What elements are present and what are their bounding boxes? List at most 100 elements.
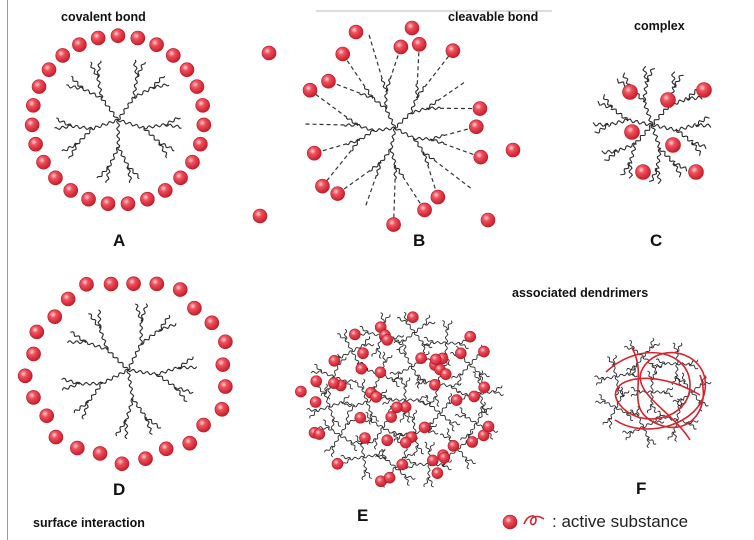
dendrimer-branch xyxy=(617,142,636,154)
dendrimer-branch xyxy=(406,463,417,470)
dendrimer-branch xyxy=(650,124,662,150)
dendrimer-branch xyxy=(414,332,424,343)
dendrimer-branch xyxy=(426,106,441,111)
dendrimer-branch xyxy=(410,107,428,115)
dendrimer-branch xyxy=(376,448,386,456)
dendrimer-branch xyxy=(423,336,434,343)
dendrimer-branch xyxy=(368,413,373,425)
active-substance-sphere xyxy=(28,136,43,152)
dendrimer-branch xyxy=(370,413,380,422)
dendrimer-branch xyxy=(615,372,629,378)
active-substance-sphere xyxy=(348,24,364,40)
active-substance-sphere xyxy=(330,186,345,201)
dendrimer-branch xyxy=(88,313,101,329)
active-substance-sphere xyxy=(48,170,63,186)
dendrimer-branch xyxy=(365,412,373,422)
dendrimer-branch xyxy=(594,123,610,134)
cleavable-linker xyxy=(392,178,396,225)
dendrimer-branch xyxy=(175,386,194,394)
dendrimer-branch xyxy=(659,148,676,163)
dendrimer-branch xyxy=(70,331,87,343)
dendrimer-branch xyxy=(389,148,397,167)
dendrimer-branch xyxy=(343,123,359,127)
active-substance-sphere xyxy=(165,48,181,63)
dendrimer-branch xyxy=(651,105,670,126)
active-substance-sphere xyxy=(185,154,200,170)
active-substance-sphere xyxy=(417,202,432,218)
dendrimer-branch xyxy=(620,390,630,398)
dendrimer-branch xyxy=(642,346,651,358)
active-substance-sphere xyxy=(189,79,205,94)
dendrimer-branch xyxy=(451,373,462,379)
dendrimer-branch xyxy=(324,445,334,453)
dendrimer-branch xyxy=(393,337,403,345)
caption-covalent-bond: covalent bond xyxy=(61,10,146,24)
active-substance-sphere xyxy=(439,368,452,380)
dendrimer-branch xyxy=(444,342,448,357)
dendrimer-branch xyxy=(416,445,424,455)
dendrimer-branch xyxy=(389,371,401,375)
panel-e-associated-dendrimers xyxy=(295,311,504,488)
active-substance-sphere xyxy=(140,191,155,207)
cleavable-linker xyxy=(364,174,378,208)
dendrimer-branch xyxy=(394,467,407,476)
dendrimer-branch xyxy=(140,330,161,345)
dendrimer-branch xyxy=(365,469,372,479)
active-substance-sphere xyxy=(214,401,230,417)
active-substance-sphere xyxy=(218,334,233,350)
dendrimer-branch xyxy=(406,411,414,421)
dendrimer-branch xyxy=(86,382,103,402)
dendrimer-branch xyxy=(124,398,134,421)
active-substance-sphere xyxy=(386,217,401,232)
dendrimer-branch xyxy=(601,149,618,155)
dendrimer-branch xyxy=(345,380,354,390)
dendrimer-branch xyxy=(383,314,391,324)
dendrimer-branch xyxy=(675,375,682,386)
dendrimer-branch xyxy=(404,398,419,402)
dendrimer-branch xyxy=(341,394,350,403)
dendrimer-branch xyxy=(374,438,378,450)
active-substance-sphere xyxy=(130,30,146,46)
dendrimer-branch xyxy=(479,392,484,407)
active-substance-sphere xyxy=(70,440,85,456)
dendrimer-branch xyxy=(664,416,678,421)
active-substance-sphere xyxy=(624,124,640,140)
active-substance-sphere xyxy=(36,154,51,170)
dendrimer-branch xyxy=(642,356,654,365)
dendrimer-branch xyxy=(681,372,686,383)
active-substance-sphere xyxy=(622,84,638,100)
dendrimer-branch xyxy=(151,75,166,89)
active-substance-sphere xyxy=(404,20,420,36)
dendrimer-branch xyxy=(690,141,702,156)
dendrimer-branch xyxy=(320,388,330,397)
dendrimer-branch xyxy=(686,95,703,101)
active-substance-sphere xyxy=(218,379,233,394)
dendrimer-branch xyxy=(384,354,393,363)
dendrimer-branch xyxy=(405,322,416,333)
dendrimer-branch xyxy=(347,405,356,414)
dendrimer-branch xyxy=(107,347,129,371)
dendrimer-branch xyxy=(90,61,100,78)
dendrimer-branch xyxy=(404,475,416,480)
dendrimer-branch xyxy=(446,428,452,440)
active-substance-sphere xyxy=(635,164,651,180)
dendrimer-branch xyxy=(376,427,384,440)
dendrimer-branch xyxy=(629,409,639,417)
panel-label-c: C xyxy=(650,231,663,250)
active-substance-sphere xyxy=(114,456,130,472)
dendrimer-branch xyxy=(385,107,397,129)
active-substance-sphere xyxy=(17,368,33,384)
dendrimer-branch xyxy=(164,123,182,129)
active-substance-sphere xyxy=(427,454,439,467)
dendrimer-branch xyxy=(341,401,353,406)
dendrimer-branch xyxy=(460,433,470,441)
dendrimer-branch xyxy=(592,122,610,127)
active-substance-sphere xyxy=(310,375,323,388)
dendrimer-branch xyxy=(617,387,625,397)
dendrimer-branch xyxy=(478,405,483,417)
dendrimer-branch xyxy=(403,344,407,356)
dendrimer-branch xyxy=(389,127,396,150)
dendrimer-branch xyxy=(367,332,382,336)
active-substance-sphere xyxy=(374,366,387,379)
